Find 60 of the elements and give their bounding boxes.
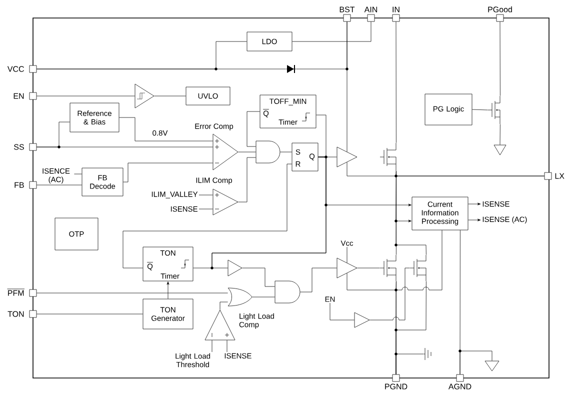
- buffer: [354, 312, 370, 328]
- wire: [292, 22, 372, 42]
- pin-label: PGood: [488, 6, 512, 12]
- pin-label: SS: [14, 144, 24, 150]
- wire: [36, 41, 247, 70]
- diode-symbol: [286, 64, 296, 74]
- wire: [242, 268, 275, 287]
- wire: [396, 230, 442, 290]
- pin-label: LX: [555, 173, 564, 179]
- wire: [396, 171, 544, 176]
- and-gate: [274, 280, 300, 304]
- wire: [36, 292, 228, 294]
- wire: [472, 109, 488, 110]
- pin-label: FB: [14, 182, 24, 188]
- wire: [396, 354, 424, 374]
- wire: [246, 111, 260, 147]
- gate-driver: [336, 146, 358, 168]
- mosfet-symbol: [488, 96, 500, 124]
- buffer: [228, 260, 242, 276]
- wire: [123, 162, 213, 182]
- or-gate: [228, 288, 252, 306]
- pin-label: PGND: [385, 384, 408, 390]
- pin-label: AIN: [364, 6, 378, 12]
- wire: [330, 302, 354, 320]
- ground-symbol: [424, 348, 432, 360]
- arrow: [396, 171, 412, 222]
- wire: [370, 268, 410, 320]
- gate-driver: [336, 258, 358, 278]
- wire: [226, 340, 228, 352]
- wire: [119, 117, 213, 142]
- wire: [36, 184, 82, 186]
- wire: [346, 22, 348, 152]
- arrow: [468, 202, 481, 206]
- buffer: [134, 84, 154, 108]
- pin-label: EN: [14, 93, 24, 99]
- ground-symbol: [494, 144, 506, 156]
- wire: [316, 114, 326, 158]
- wire: [122, 164, 292, 268]
- pin-label: VCC: [7, 66, 24, 72]
- mosfet-symbol: [410, 254, 426, 282]
- ground-symbol: [484, 360, 500, 372]
- pin-label: AGND: [448, 384, 472, 390]
- and-gate: [256, 140, 280, 164]
- mosfet-symbol: [380, 254, 396, 282]
- pin-label: IN: [392, 6, 400, 12]
- arrow: [468, 218, 481, 222]
- wire: [300, 268, 337, 292]
- wire: [238, 157, 256, 202]
- wire: [460, 350, 492, 374]
- wire: [346, 246, 348, 263]
- pin-label: BST: [340, 6, 355, 12]
- wire: [198, 194, 213, 196]
- wire: [198, 208, 213, 210]
- wire: [220, 302, 228, 310]
- mosfet-symbol: [380, 142, 396, 172]
- wire: [36, 122, 70, 148]
- arrow: [166, 282, 170, 299]
- pin-label: TON: [8, 311, 24, 317]
- pin-label: PFM: [8, 290, 24, 296]
- wire: [252, 296, 275, 298]
